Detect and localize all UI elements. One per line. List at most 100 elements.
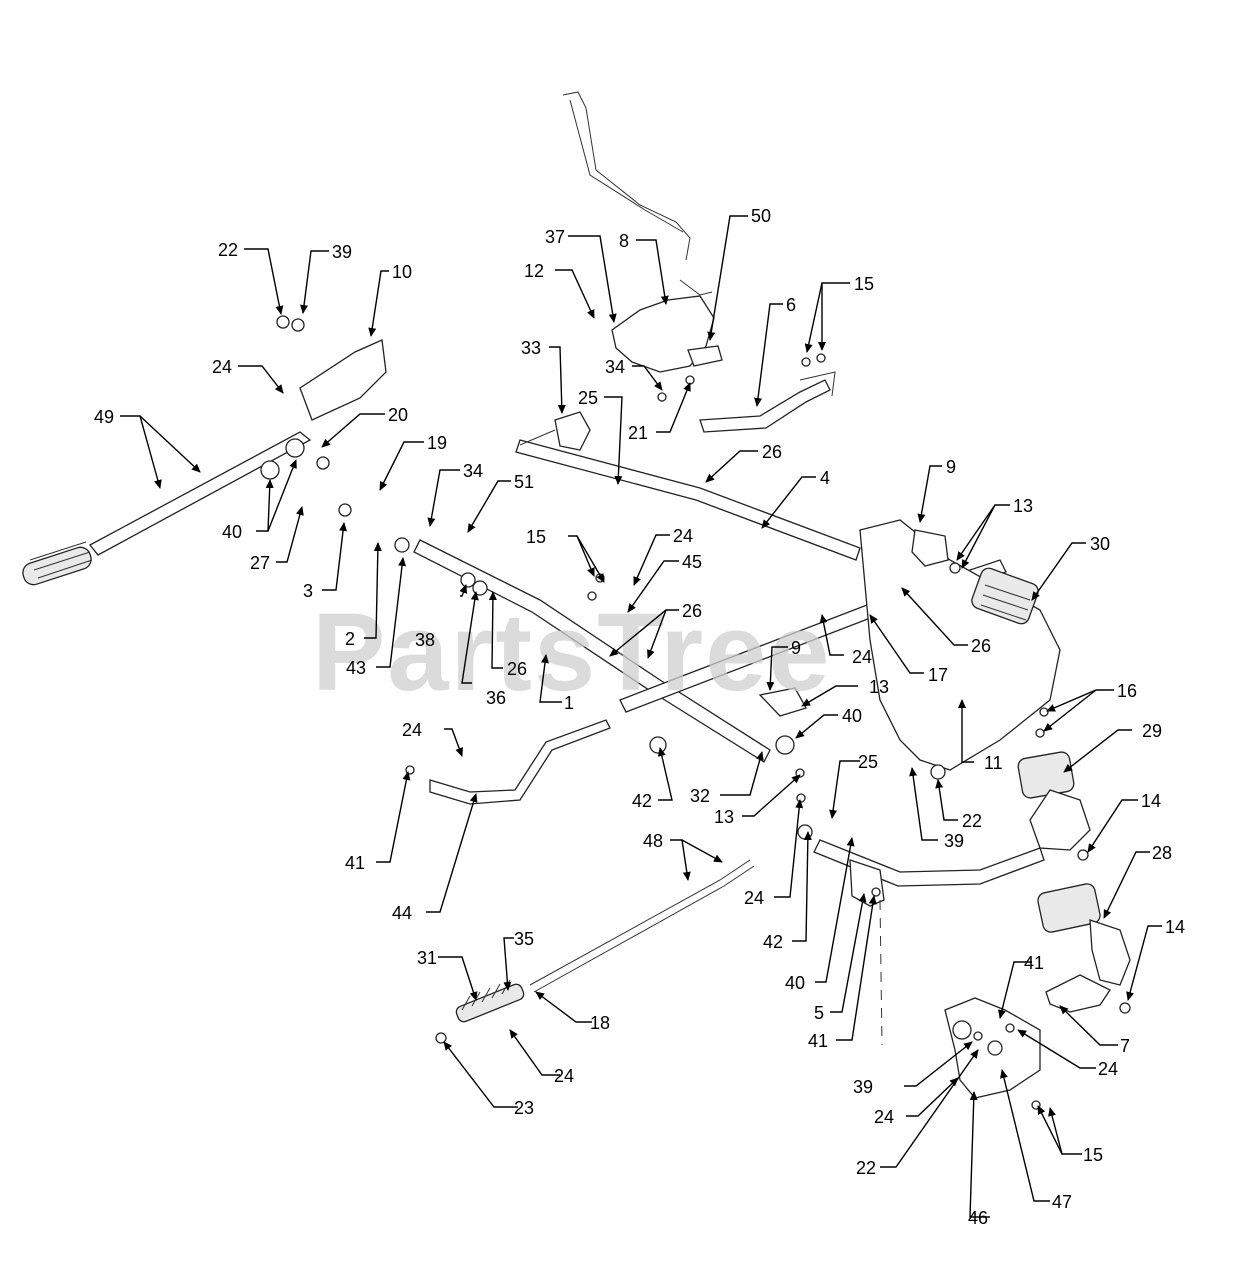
callout-24: 24 [852,647,872,667]
spring-31 [455,983,525,1023]
callout-16: 16 [1117,681,1137,701]
main-cross-tube [515,439,861,561]
callout-49: 49 [94,407,114,427]
callout-10: 10 [392,262,412,282]
callout-27: 27 [250,553,270,573]
callout-31: 31 [417,948,437,968]
callout-44: 44 [392,903,412,923]
callout-50: 50 [751,206,771,226]
callout-46: 46 [968,1208,988,1228]
callout-45: 45 [682,552,702,572]
main-frame-tube [413,539,771,763]
callout-35: 35 [514,929,534,949]
callout-24: 24 [212,357,232,377]
callout-37: 37 [545,227,565,247]
callout-14: 14 [1141,791,1161,811]
clevis-plate [687,345,723,367]
callout-51: 51 [514,472,534,492]
callout-11: 11 [984,753,1003,773]
callout-17: 17 [928,665,948,685]
callout-24: 24 [744,888,764,908]
callout-13: 13 [1013,496,1033,516]
callout-28: 28 [1152,843,1172,863]
callout-42: 42 [632,791,652,811]
brake-rod-44 [429,719,611,805]
pedal-arm-28 [1089,919,1131,986]
shift-shaft [89,431,312,556]
callout-9: 9 [946,457,956,477]
link-6 [699,379,831,433]
callout-labels: 22 39 10 24 49 20 19 40 27 3 2 43 34 51 … [94,206,1185,1228]
callout-22: 22 [962,811,982,831]
watermark: PartsTree [312,591,831,714]
callout-33: 33 [521,338,541,358]
callout-7: 7 [1120,1036,1130,1056]
callout-47: 47 [1052,1192,1072,1212]
callout-21: 21 [628,423,648,443]
callout-43: 43 [346,658,366,678]
lower-frame-tube [813,839,1045,887]
rod-48 [529,859,755,993]
callout-25: 25 [578,388,598,408]
callout-24: 24 [402,720,422,740]
callout-24: 24 [554,1066,574,1086]
callout-40: 40 [842,706,862,726]
callout-30: 30 [1090,534,1110,554]
callout-34: 34 [605,357,625,377]
callout-25: 25 [858,752,878,772]
callout-15: 15 [1083,1145,1103,1165]
callout-13: 13 [869,677,889,697]
callout-26: 26 [762,442,782,462]
callout-39: 39 [332,242,352,262]
callout-24: 24 [673,526,693,546]
callout-4: 4 [820,468,830,488]
callout-14: 14 [1165,917,1185,937]
callout-29: 29 [1142,721,1162,741]
callout-41: 41 [345,853,365,873]
mount-bracket [299,339,387,421]
callout-15: 15 [854,274,874,294]
leader-lines [120,215,1162,1218]
pedal-arm-29 [1029,789,1091,851]
callout-23: 23 [514,1098,534,1118]
bracket-33 [554,411,591,451]
callout-8: 8 [619,231,629,251]
callout-1: 1 [564,693,574,713]
callout-26: 26 [971,636,991,656]
callout-20: 20 [388,405,408,425]
callout-34: 34 [463,461,483,481]
callout-48: 48 [643,831,663,851]
callout-19: 19 [427,433,447,453]
callout-24: 24 [874,1107,894,1127]
bracket-9-upper [911,529,949,567]
callout-38: 38 [415,630,435,650]
callout-18: 18 [590,1013,610,1033]
callout-22: 22 [218,240,238,260]
callout-26: 26 [682,601,702,621]
callout-9: 9 [791,638,801,658]
callout-5: 5 [814,1003,824,1023]
callout-36: 36 [486,688,506,708]
callout-22: 22 [856,1158,876,1178]
pedal-pad-28 [1037,883,1101,933]
callout-42: 42 [763,932,783,952]
callout-39: 39 [853,1077,873,1097]
pedal-pad-30 [971,567,1039,625]
callout-3: 3 [303,581,313,601]
callout-41: 41 [1024,953,1044,973]
callout-12: 12 [524,261,544,281]
bracket-9-lower [758,687,807,717]
callout-24: 24 [1098,1059,1118,1079]
callout-15: 15 [526,527,546,547]
callout-40: 40 [222,522,242,542]
callout-26: 26 [507,659,527,679]
callout-40: 40 [785,973,805,993]
callout-6: 6 [786,295,796,315]
linkage-rod [562,91,691,261]
callout-32: 32 [690,786,710,806]
pedal-pad-29 [1017,751,1075,799]
callout-41: 41 [808,1031,828,1051]
callout-39: 39 [944,831,964,851]
callout-13: 13 [714,807,734,827]
